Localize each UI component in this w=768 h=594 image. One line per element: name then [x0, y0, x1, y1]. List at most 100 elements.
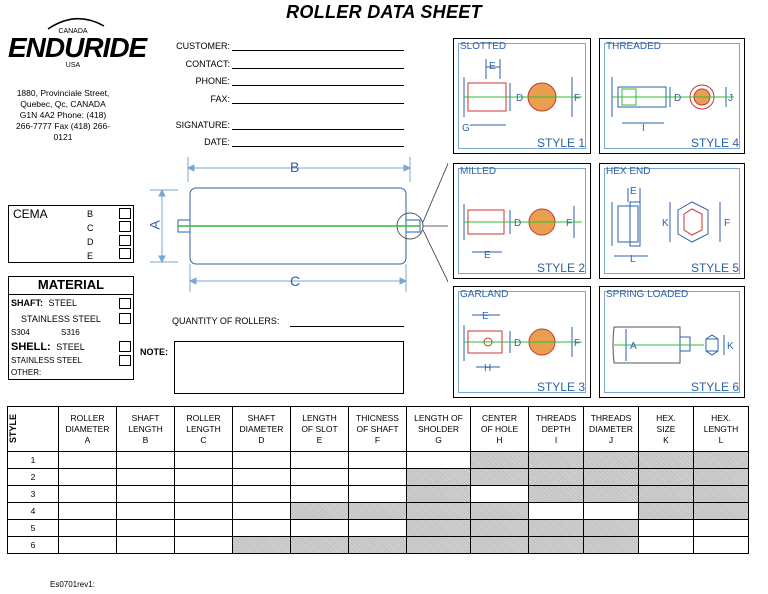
cema-option-b-checkbox[interactable]: [119, 208, 131, 219]
logo-bottom-text: USA: [65, 62, 81, 69]
input-cell[interactable]: [174, 451, 233, 469]
input-cell[interactable]: [348, 468, 407, 486]
roller-drawing: [150, 157, 448, 292]
input-cell[interactable]: [58, 468, 117, 486]
fax-field[interactable]: [232, 103, 404, 104]
address-line: 266-7777 Fax (418) 266-: [15, 121, 111, 131]
input-cell[interactable]: [583, 502, 639, 520]
input-cell[interactable]: [638, 536, 694, 554]
input-cell[interactable]: [693, 536, 749, 554]
address-line: G1N 4A2 Phone: (418): [19, 110, 107, 120]
shell-stainless-checkbox[interactable]: [119, 355, 131, 366]
shaded-cell: [470, 519, 529, 537]
table-row: 4: [7, 502, 749, 520]
input-cell[interactable]: [116, 451, 175, 469]
input-cell[interactable]: [290, 485, 349, 503]
dimension-c-label: C: [290, 273, 301, 289]
header-text: D: [258, 434, 265, 445]
input-cell[interactable]: [58, 519, 117, 537]
quantity-label: QUANTITY OF ROLLERS:: [172, 316, 280, 326]
input-cell[interactable]: [58, 485, 117, 503]
input-cell[interactable]: [174, 485, 233, 503]
shell-stainless-label: STAINLESS STEEL: [11, 356, 82, 365]
cema-option-c-checkbox[interactable]: [119, 221, 131, 232]
style-panel-spring-loaded: SPRING LOADED A K STYLE 6: [599, 286, 745, 398]
input-cell[interactable]: [470, 485, 529, 503]
input-cell[interactable]: [58, 451, 117, 469]
note-field[interactable]: [174, 341, 404, 394]
input-cell[interactable]: [116, 519, 175, 537]
input-cell[interactable]: [174, 468, 233, 486]
header-text: THICNESS: [356, 412, 399, 423]
cema-option-e-checkbox[interactable]: [119, 248, 131, 259]
shaded-cell: [470, 468, 529, 486]
input-cell[interactable]: [348, 519, 407, 537]
dim-l: L: [630, 254, 636, 264]
input-cell[interactable]: [406, 451, 471, 469]
date-field[interactable]: [232, 146, 404, 147]
shaded-cell: [583, 451, 639, 469]
input-cell[interactable]: [116, 536, 175, 554]
cema-option-d-checkbox[interactable]: [119, 235, 131, 246]
shaded-cell: [406, 502, 471, 520]
shaft-steel-checkbox[interactable]: [119, 298, 131, 309]
input-cell[interactable]: [116, 485, 175, 503]
input-cell[interactable]: [58, 502, 117, 520]
company-address: 1880, Provinciale Street, Quebec, Qc, CA…: [4, 88, 122, 143]
shaded-cell: [290, 536, 349, 554]
input-cell[interactable]: [116, 502, 175, 520]
phone-field[interactable]: [232, 85, 404, 86]
input-cell[interactable]: [232, 468, 291, 486]
cema-option-label: D: [87, 237, 94, 247]
panel-title: THREADED: [606, 41, 662, 52]
header-text: I: [554, 434, 558, 445]
shaft-stainless-checkbox[interactable]: [119, 313, 131, 324]
quantity-field[interactable]: [290, 326, 404, 327]
dim-d: D: [514, 218, 521, 229]
input-cell[interactable]: [174, 519, 233, 537]
input-cell[interactable]: [348, 451, 407, 469]
panel-frame: [458, 291, 586, 393]
dim-d: D: [674, 93, 681, 104]
signature-field[interactable]: [232, 129, 404, 130]
input-cell[interactable]: [174, 536, 233, 554]
input-cell[interactable]: [116, 468, 175, 486]
table-row: 6: [7, 536, 749, 554]
input-cell[interactable]: [290, 519, 349, 537]
page-title: ROLLER DATA SHEET: [286, 2, 482, 22]
milled-shaft-drawing: D F E: [463, 204, 582, 261]
input-cell[interactable]: [638, 519, 694, 537]
input-cell[interactable]: [290, 451, 349, 469]
shaded-cell: [638, 468, 694, 486]
input-cell[interactable]: [693, 519, 749, 537]
shaded-cell: [583, 485, 639, 503]
input-cell[interactable]: [58, 536, 117, 554]
input-cell[interactable]: [232, 485, 291, 503]
header-text: SHOLDER: [417, 423, 460, 434]
shaft-label: SHAFT:: [11, 298, 43, 308]
contact-field[interactable]: [232, 68, 404, 69]
shaft-stainless-label: STAINLESS STEEL: [21, 314, 101, 324]
header-text: LENGTH OF: [414, 412, 463, 423]
logo-brand: ENDURIDE: [8, 32, 147, 63]
input-cell[interactable]: [348, 485, 407, 503]
input-cell[interactable]: [528, 502, 584, 520]
input-cell[interactable]: [232, 502, 291, 520]
shell-steel-checkbox[interactable]: [119, 341, 131, 352]
input-cell[interactable]: [232, 519, 291, 537]
input-cell[interactable]: [290, 468, 349, 486]
header-text: J: [608, 434, 614, 445]
input-cell[interactable]: [174, 502, 233, 520]
cema-option-label: C: [87, 223, 94, 233]
fax-label: FAX:: [210, 94, 230, 104]
shaded-cell: [583, 519, 639, 537]
header-text: LENGTH: [703, 423, 739, 434]
panel-title: GARLAND: [460, 289, 509, 300]
customer-field[interactable]: [232, 50, 404, 51]
shaded-cell: [528, 485, 584, 503]
input-cell[interactable]: [232, 451, 291, 469]
panel-frame: [604, 291, 740, 393]
